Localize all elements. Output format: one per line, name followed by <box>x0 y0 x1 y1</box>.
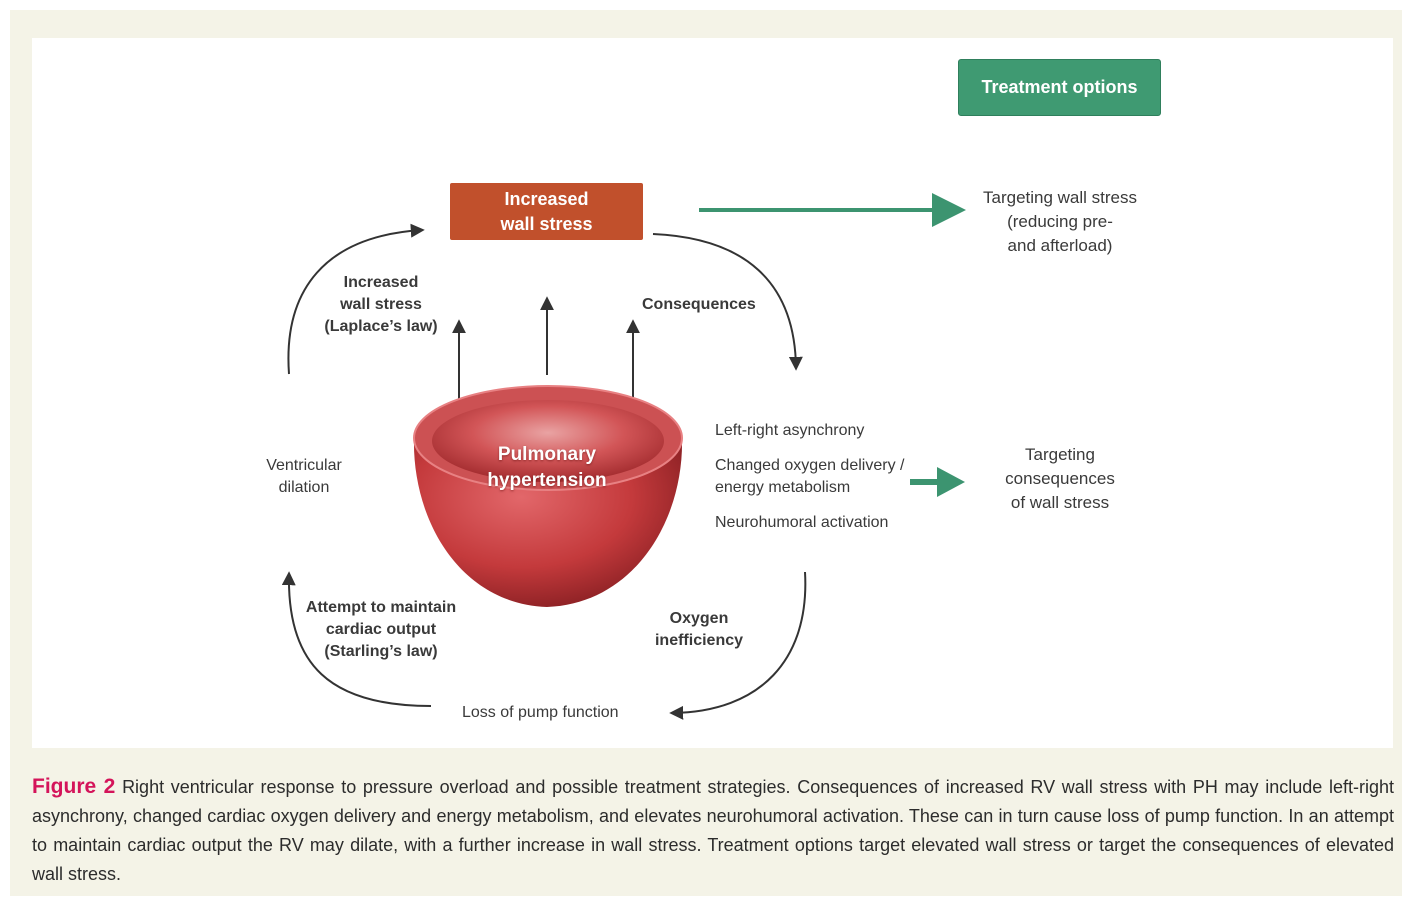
starling-line1: Attempt to maintain <box>305 599 457 616</box>
figure-label: Figure 2 <box>32 775 116 798</box>
oxygen-inefficiency-line2: inefficiency <box>654 632 744 649</box>
targeting-consequences-line3: of wall stress <box>1010 493 1110 512</box>
targeting-consequences-line2: consequences <box>1005 469 1115 488</box>
loss-of-pump-function: Loss of pump function <box>462 704 619 721</box>
pulmonary-hypertension-label: Pulmonary hypertension <box>487 444 607 491</box>
targeting-wall-stress-line2: (reducing pre- <box>1007 212 1113 231</box>
arrow-dilation-to-stress <box>287 223 425 375</box>
arrow-consequences-to-loss <box>669 571 807 720</box>
ventricular-dilation-line2: dilation <box>278 479 330 496</box>
ventricle-bowl-icon <box>413 385 683 607</box>
oxygen-delivery-line2: energy metabolism <box>715 479 851 496</box>
oxygen-delivery-line1: Changed oxygen delivery / <box>715 457 905 474</box>
figure-caption: Figure 2 Right ventricular response to p… <box>32 772 1394 889</box>
treatment-options-label: Treatment options <box>958 59 1161 116</box>
laplace-label-line1: Increased <box>343 274 419 291</box>
diagram-canvas <box>32 38 1393 748</box>
targeting-wall-stress-line1: Targeting wall stress <box>982 188 1138 207</box>
increased-wall-stress-text: Increased wall stress <box>500 188 593 234</box>
oxygen-inefficiency-line1: Oxygen <box>669 610 729 627</box>
consequences-label: Consequences <box>642 296 756 313</box>
increased-wall-stress-box: Increased wall stress <box>450 183 643 240</box>
neurohumoral-activation: Neurohumoral activation <box>715 514 889 531</box>
left-right-asynchrony: Left-right asynchrony <box>715 422 865 439</box>
starling-line2: cardiac output <box>325 621 437 638</box>
arrow-stress-to-consequences <box>652 233 803 371</box>
starling-line3: (Starling’s law) <box>324 643 438 660</box>
laplace-label-line3: (Laplace’s law) <box>324 318 438 335</box>
targeting-consequences-line1: Targeting <box>1025 445 1095 464</box>
green-arrow-wall-stress-head <box>932 193 966 227</box>
figure-caption-text: Right ventricular response to pressure o… <box>32 777 1394 884</box>
green-arrow-consequences-head <box>937 467 965 497</box>
arrow-loss-to-starling <box>281 571 432 707</box>
ventricular-dilation-line1: Ventricular <box>266 457 342 474</box>
targeting-wall-stress-line3: and afterload) <box>1007 236 1113 255</box>
laplace-label-line2: wall stress <box>340 296 422 313</box>
